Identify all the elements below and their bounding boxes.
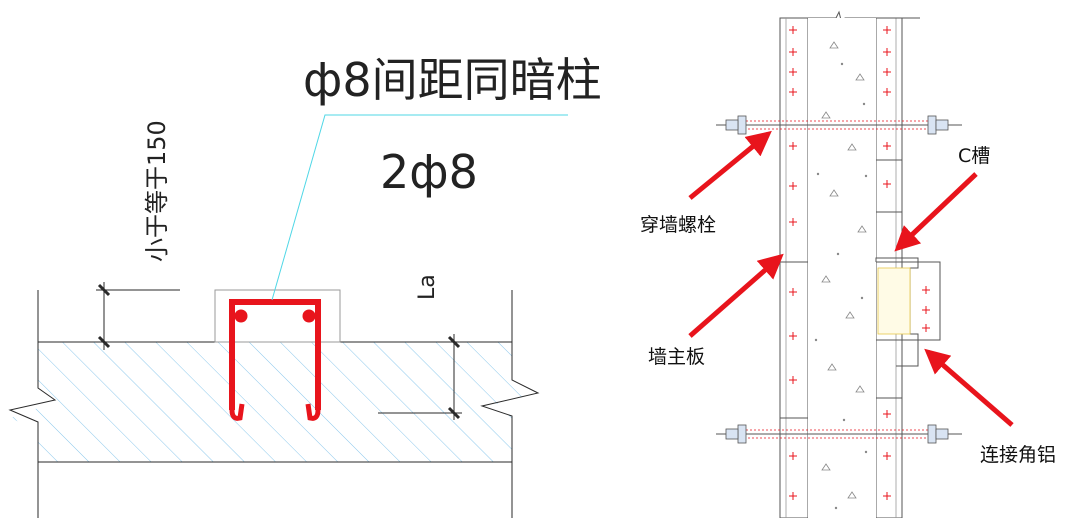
stirrup-rebar xyxy=(229,299,321,421)
anchorage-length-label: La xyxy=(415,274,440,300)
label-connecting-angle: 连接角铝 xyxy=(980,444,1056,466)
concrete-core xyxy=(808,18,876,518)
rebar-count-note: 2ф8 xyxy=(380,145,478,199)
arrow-through-wall-bolt xyxy=(688,130,772,200)
label-c-channel: C槽 xyxy=(958,145,990,167)
through-wall-bolt-top xyxy=(716,115,962,135)
hatched-wall-section xyxy=(8,290,540,518)
arrow-c-channel xyxy=(894,172,978,252)
anchorage-dimension xyxy=(378,334,462,420)
arrow-wall-main-panel xyxy=(688,253,784,338)
c-channel-connection xyxy=(875,257,941,367)
annotation-leader-line xyxy=(271,114,568,301)
rebar-spacing-note: ф8间距同暗柱 xyxy=(303,53,602,107)
spacing-dimension-label: 小于等于150 xyxy=(143,120,171,262)
label-wall-main-panel: 墙主板 xyxy=(648,346,705,368)
label-through-wall-bolt: 穿墙螺栓 xyxy=(640,214,716,236)
form-panel-markers xyxy=(789,26,891,500)
longitudinal-bar-left xyxy=(234,309,248,323)
arrow-connecting-angle xyxy=(924,348,1014,427)
longitudinal-bar-right xyxy=(302,309,316,323)
right-panel-formwork-section: C槽 穿墙螺栓 墙主板 连接角铝 xyxy=(640,10,1056,518)
through-wall-bolt-bottom xyxy=(716,424,962,444)
callout-arrows xyxy=(688,130,1014,427)
spacing-dimension xyxy=(96,282,180,350)
concealed-column-outline xyxy=(214,289,341,343)
left-panel-rebar-detail: ф8间距同暗柱 2ф8 小于等于150 La xyxy=(8,53,602,518)
